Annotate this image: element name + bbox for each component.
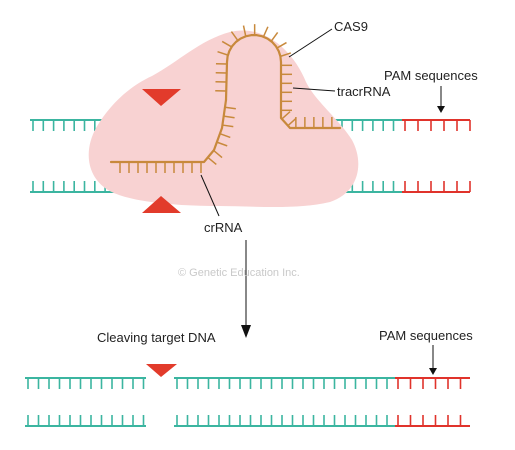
cut-marker-down-lower [146,364,177,377]
crrna-label: crRNA [204,220,243,235]
pointer-layer [200,28,445,375]
cleaved-pam-bottom-strand [395,415,470,427]
crrna-strand-base [219,132,231,139]
cleaved-pam-top-strand [395,377,470,389]
tracrrna-strand-base [276,41,287,49]
cleaved-bottom-right-strand [174,415,395,427]
tracrrna-strand-base [281,111,291,120]
pam-top-strand [402,119,471,131]
crrna-strand-base [213,149,223,159]
tracrrna-strand-backbone [224,34,342,130]
crrna-strand-base [216,141,228,147]
tracrrna-strand-base [262,26,269,38]
tracrrna-strand-base [242,25,247,37]
crrna-strand [109,98,236,173]
pam-top-arrow-head [437,106,445,113]
tracrrna-strand [215,24,342,130]
crrna-strand-base [222,124,234,128]
cut-marker-up-bottom [142,196,181,213]
tracrrna-strand-base [280,52,292,58]
cleaving-target-dna-label: Cleaving target DNA [97,330,216,345]
tracrrna-strand-base [287,117,297,127]
cleaved-top-right-strand [174,377,395,389]
crrna-strand-base [224,106,236,110]
tracrrna-strand-base [270,31,279,42]
crrna-pointer-line [200,174,220,217]
pam-sequences-label-top: PAM sequences [384,68,478,83]
process-arrow-head [241,325,251,338]
cas9-pointer-line [288,28,333,58]
rna-layer [109,24,342,173]
tracrrna-label: tracrRNA [337,84,391,99]
watermark: © Genetic Education Inc. [178,267,300,279]
pam-sequences-label-bottom: PAM sequences [379,328,473,343]
tracrrna-strand-base [230,31,239,41]
tracrrna-pointer-line [292,87,336,92]
pam-bottom-strand [402,181,471,193]
cut-marker-down-top [142,89,181,106]
cleaved-top-left-strand [25,377,146,389]
cleaved-bottom-left-strand [25,415,146,427]
crrna-strand-base [207,156,217,166]
tracrrna-strand-base [217,50,229,56]
crrna-strand-base [223,115,235,119]
tracrrna-strand-base [221,40,233,48]
cas9-label: CAS9 [334,19,368,34]
pam-bottom-arrow-head [429,368,437,375]
